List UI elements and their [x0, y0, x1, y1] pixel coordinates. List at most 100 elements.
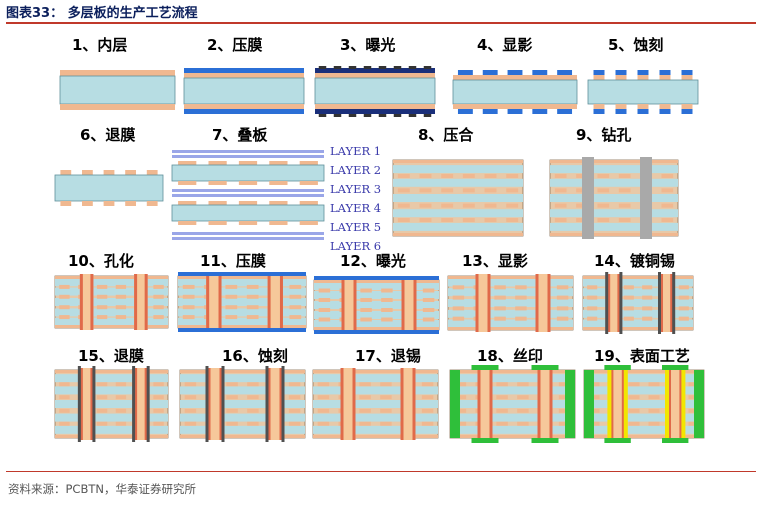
board-step-2 — [183, 68, 305, 114]
step-label-14: 14、镀铜锡 — [594, 252, 675, 270]
hole — [668, 368, 683, 440]
step-label-13: 13、显影 — [462, 252, 528, 270]
tin-plating — [205, 366, 209, 442]
copper-pad — [628, 395, 640, 400]
copper-pad — [661, 173, 674, 178]
core-band — [55, 425, 168, 434]
core-band — [55, 278, 168, 287]
copper-pad — [642, 306, 653, 311]
tin-plating — [221, 366, 225, 442]
copper-pad — [317, 395, 330, 400]
copper-pad — [59, 294, 70, 299]
copper-pad — [226, 382, 238, 387]
copper-pad — [115, 305, 127, 310]
copper-pad — [642, 316, 653, 321]
copper-pad — [659, 104, 671, 109]
core-band — [583, 319, 693, 328]
copper-pad — [593, 104, 605, 109]
hole-plating — [90, 368, 94, 440]
core-band — [180, 386, 305, 395]
copper-pad — [153, 315, 164, 320]
copper-pad — [659, 109, 671, 114]
layer-label-2: LAYER 2 — [330, 163, 381, 177]
hole-plating — [79, 274, 83, 330]
copper-pad — [246, 294, 259, 299]
core-band — [393, 209, 523, 218]
core-band — [584, 400, 704, 408]
copper-foil — [315, 104, 435, 109]
copper-pad — [628, 421, 640, 426]
copper-pad — [182, 305, 195, 310]
board-step-3 — [314, 66, 436, 117]
outer-copper — [584, 435, 704, 438]
board-step-4 — [452, 70, 578, 114]
core-band — [450, 374, 575, 383]
copper-pad — [317, 421, 330, 426]
hole-plating — [353, 278, 357, 332]
hole-plating — [134, 274, 138, 330]
copper-pad — [648, 408, 660, 413]
copper-pad — [494, 285, 506, 290]
copper-pad — [623, 295, 634, 300]
copper-foil — [453, 104, 577, 109]
core-band — [550, 222, 678, 231]
copper-pad — [496, 395, 508, 400]
copper-pad — [115, 395, 127, 400]
board-step-17 — [312, 368, 439, 440]
copper-pad — [359, 382, 371, 387]
copper-pad — [484, 203, 497, 208]
outer-copper — [180, 435, 305, 438]
hole-plating — [413, 278, 417, 332]
copper-pad — [289, 294, 302, 299]
hole — [79, 368, 94, 440]
hole-plating — [90, 274, 94, 330]
copper-pad — [515, 316, 527, 321]
hole — [610, 368, 625, 440]
copper-pad — [178, 221, 197, 225]
step-label-5: 5、蚀刻 — [608, 36, 663, 54]
copper-pad — [618, 218, 631, 223]
copper-pad — [532, 70, 548, 75]
copper-pad — [318, 288, 331, 293]
core-band — [178, 298, 306, 306]
drilled-hole — [582, 157, 594, 239]
copper-pad — [299, 181, 318, 185]
copper-pad — [421, 421, 434, 426]
hole-plating — [267, 368, 271, 440]
copper-pad — [557, 109, 573, 114]
core-band — [393, 165, 523, 174]
copper-pad — [557, 70, 573, 75]
board-step-5 — [587, 70, 699, 114]
copper-pad — [615, 109, 627, 114]
copper-pad — [422, 288, 435, 293]
core-band — [180, 413, 305, 422]
board-step-8 — [392, 159, 524, 237]
hole — [134, 368, 148, 440]
core-band — [393, 222, 523, 231]
core-band — [180, 400, 305, 408]
copper-pad — [182, 315, 195, 320]
hole — [660, 274, 674, 332]
copper-pad — [378, 66, 387, 69]
copper-pad — [299, 201, 318, 205]
prepreg-layer — [172, 232, 324, 235]
core-band — [178, 317, 306, 326]
copper-pad — [532, 109, 548, 114]
dry-film — [178, 328, 306, 332]
copper-pad — [496, 421, 508, 426]
copper-pad — [421, 408, 434, 413]
step-label-1: 1、内层 — [72, 36, 127, 54]
tin-plating — [672, 272, 676, 334]
copper-pad — [103, 170, 115, 175]
copper-pad — [648, 382, 660, 387]
copper-pad — [637, 109, 649, 114]
hole-plating — [144, 368, 148, 440]
outer-copper — [393, 233, 523, 236]
dry-film — [178, 272, 306, 276]
copper-pad — [517, 382, 529, 387]
core-band — [448, 288, 573, 297]
outer-copper — [583, 276, 693, 279]
copper-foil — [184, 104, 304, 109]
copper-pad — [457, 109, 473, 114]
copper-pad — [269, 201, 288, 205]
